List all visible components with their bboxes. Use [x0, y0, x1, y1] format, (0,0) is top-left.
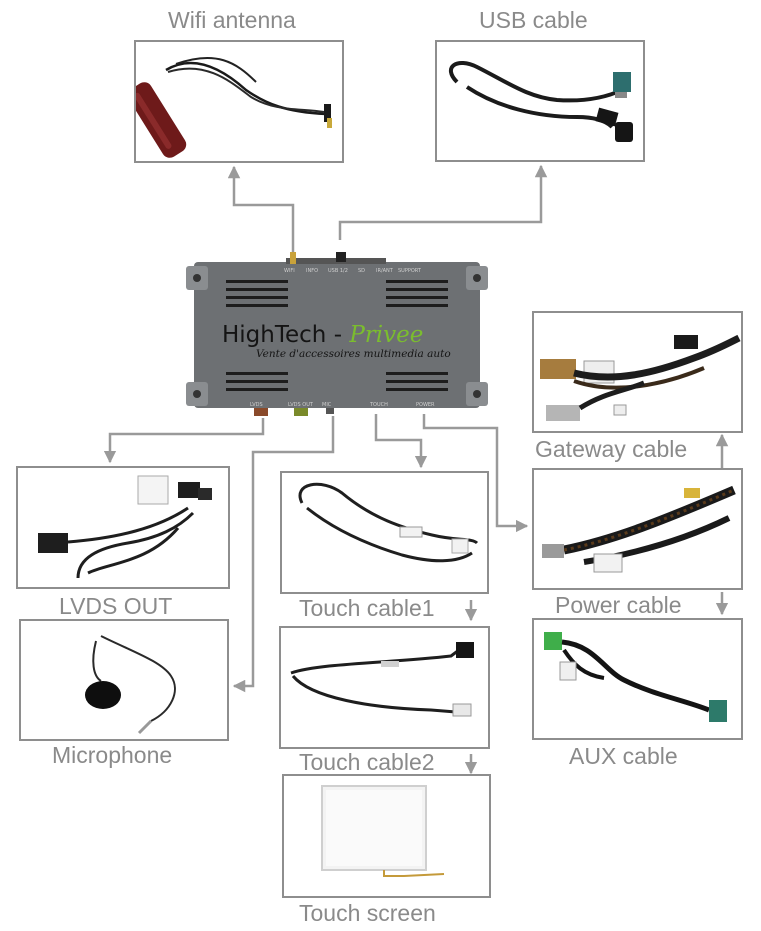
device-brand-main: HighTech [222, 322, 327, 348]
usb-cable-label: USB cable [479, 7, 588, 33]
port-label-top-3: SD [358, 268, 366, 274]
port-label-bottom-2: MIC [322, 402, 332, 408]
arrow-lvds [103, 418, 265, 464]
wifi-antenna-label: Wifi antenna [168, 7, 296, 33]
microphone-image [85, 635, 176, 735]
port-label-top-0: WIFI [284, 268, 295, 274]
touch-cable1-label: Touch cable1 [299, 595, 435, 621]
port-label-bottom-1: LVDS OUT [288, 402, 313, 408]
arrow-touch1 [374, 414, 428, 469]
touch-cable2-image [290, 642, 474, 717]
lvds-out-image [38, 475, 212, 579]
gateway-cable-image [540, 334, 741, 421]
touch-screen-image [321, 785, 445, 877]
port-label-top-1: INFO [306, 268, 319, 274]
touch-cable2-box [279, 626, 490, 749]
wifi-antenna-box [134, 40, 344, 163]
port-label-top-5: SUPPORT [398, 268, 421, 274]
aux-cable-image [544, 632, 727, 722]
microphone-box [19, 619, 229, 741]
power-cable-box [532, 468, 743, 590]
device-brand: HighTech - Privee [222, 322, 423, 348]
port-label-top-2: USB 1/2 [328, 268, 348, 274]
lvds-out-label: LVDS OUT [59, 593, 173, 619]
wifi-antenna-image [136, 56, 332, 158]
usb-cable-image [448, 61, 633, 142]
gateway-cable-box [532, 311, 743, 433]
microphone-label: Microphone [52, 742, 173, 768]
power-cable-label: Power cable [555, 592, 682, 618]
touch-screen-box [282, 774, 491, 898]
touch-cable1-image [298, 482, 479, 563]
aux-cable-box [532, 618, 743, 740]
device-tagline: Vente d'accessoires multimedia auto [256, 348, 451, 360]
usb-cable-box [435, 40, 645, 162]
device-brand-dash: - [326, 322, 350, 348]
port-label-bottom-3: TOUCH [370, 402, 388, 408]
port-label-top-4: IR/ANT [376, 268, 393, 274]
power-cable-image [542, 485, 736, 573]
port-label-bottom-0: LVDS [250, 402, 263, 408]
touch-screen-label: Touch screen [299, 900, 436, 926]
arrow-usb [338, 164, 548, 240]
lvds-out-box [16, 466, 230, 589]
aux-cable-label: AUX cable [569, 743, 678, 769]
device-body [186, 252, 488, 416]
port-label-bottom-4: POWER [416, 402, 435, 408]
touch-cable1-box [280, 471, 489, 594]
touch-cable2-label: Touch cable2 [299, 749, 435, 775]
device-brand-accent: Privee [349, 322, 424, 348]
head-unit-device: HighTech - Privee Vente d'accessoires mu… [186, 252, 488, 416]
gateway-cable-label: Gateway cable [535, 436, 688, 462]
arrow-wifi [227, 165, 295, 262]
